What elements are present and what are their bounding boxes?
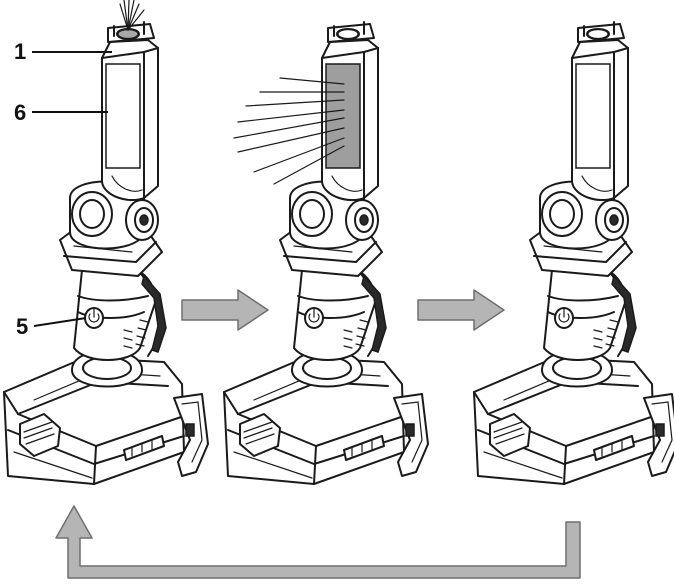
panel-3-off	[473, 21, 674, 485]
callout-6: 6	[14, 100, 108, 125]
front-light-rays	[233, 77, 345, 185]
top-light-rays	[119, 0, 145, 31]
front-light-panel-off	[575, 63, 611, 169]
cycle-return-arrow	[55, 505, 581, 579]
top-light-lens-off	[337, 28, 359, 40]
callout-5: 5	[16, 314, 87, 339]
panel-1-top-light-on	[3, 0, 209, 485]
svg-text:1: 1	[14, 39, 26, 64]
step-arrow-2	[417, 289, 505, 331]
step-arrow-1	[181, 289, 269, 331]
svg-text:5: 5	[16, 314, 28, 339]
top-light-lens-lit	[117, 28, 139, 40]
panel-2-front-light-on	[223, 21, 429, 485]
front-light-panel-lit	[325, 63, 361, 169]
front-light-panel-off	[105, 63, 141, 169]
callout-1: 1	[14, 39, 112, 64]
top-light-lens-off	[587, 28, 609, 40]
svg-text:6: 6	[14, 100, 26, 125]
